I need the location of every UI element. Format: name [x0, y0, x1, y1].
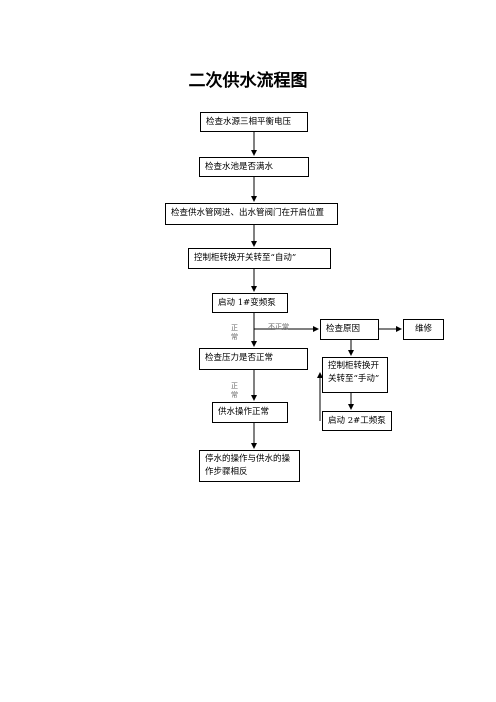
check-pressure-box: 检查压力是否正常	[199, 348, 308, 370]
check-cause-box: 检查原因	[320, 319, 379, 340]
normal-label-1: 正常	[231, 324, 238, 341]
repair-box: 维修	[403, 319, 444, 340]
normal-label-2: 正常	[231, 382, 238, 399]
start-power-pump-box: 启动 2#工频泵	[322, 411, 392, 431]
check-pool-box: 检查水池是否满水	[199, 157, 309, 177]
check-valves-box: 检查供水管网进、出水管阀门在开启位置	[165, 203, 338, 225]
stop-reverse-box: 停水的操作与供水的操作步骤相反	[199, 450, 300, 482]
switch-auto-box: 控制柜转换开关转至“自动”	[188, 248, 331, 269]
start-vfd-box: 启动 1#变频泵	[212, 293, 288, 313]
flowchart-title: 二次供水流程图	[188, 71, 308, 91]
supply-ok-box: 供水操作正常	[212, 402, 288, 423]
abnormal-label: 不正常	[268, 323, 289, 331]
check-voltage-box: 检查水源三相平衡电压	[200, 112, 308, 132]
switch-manual-box: 控制柜转换开关转至“手动”	[322, 357, 388, 393]
